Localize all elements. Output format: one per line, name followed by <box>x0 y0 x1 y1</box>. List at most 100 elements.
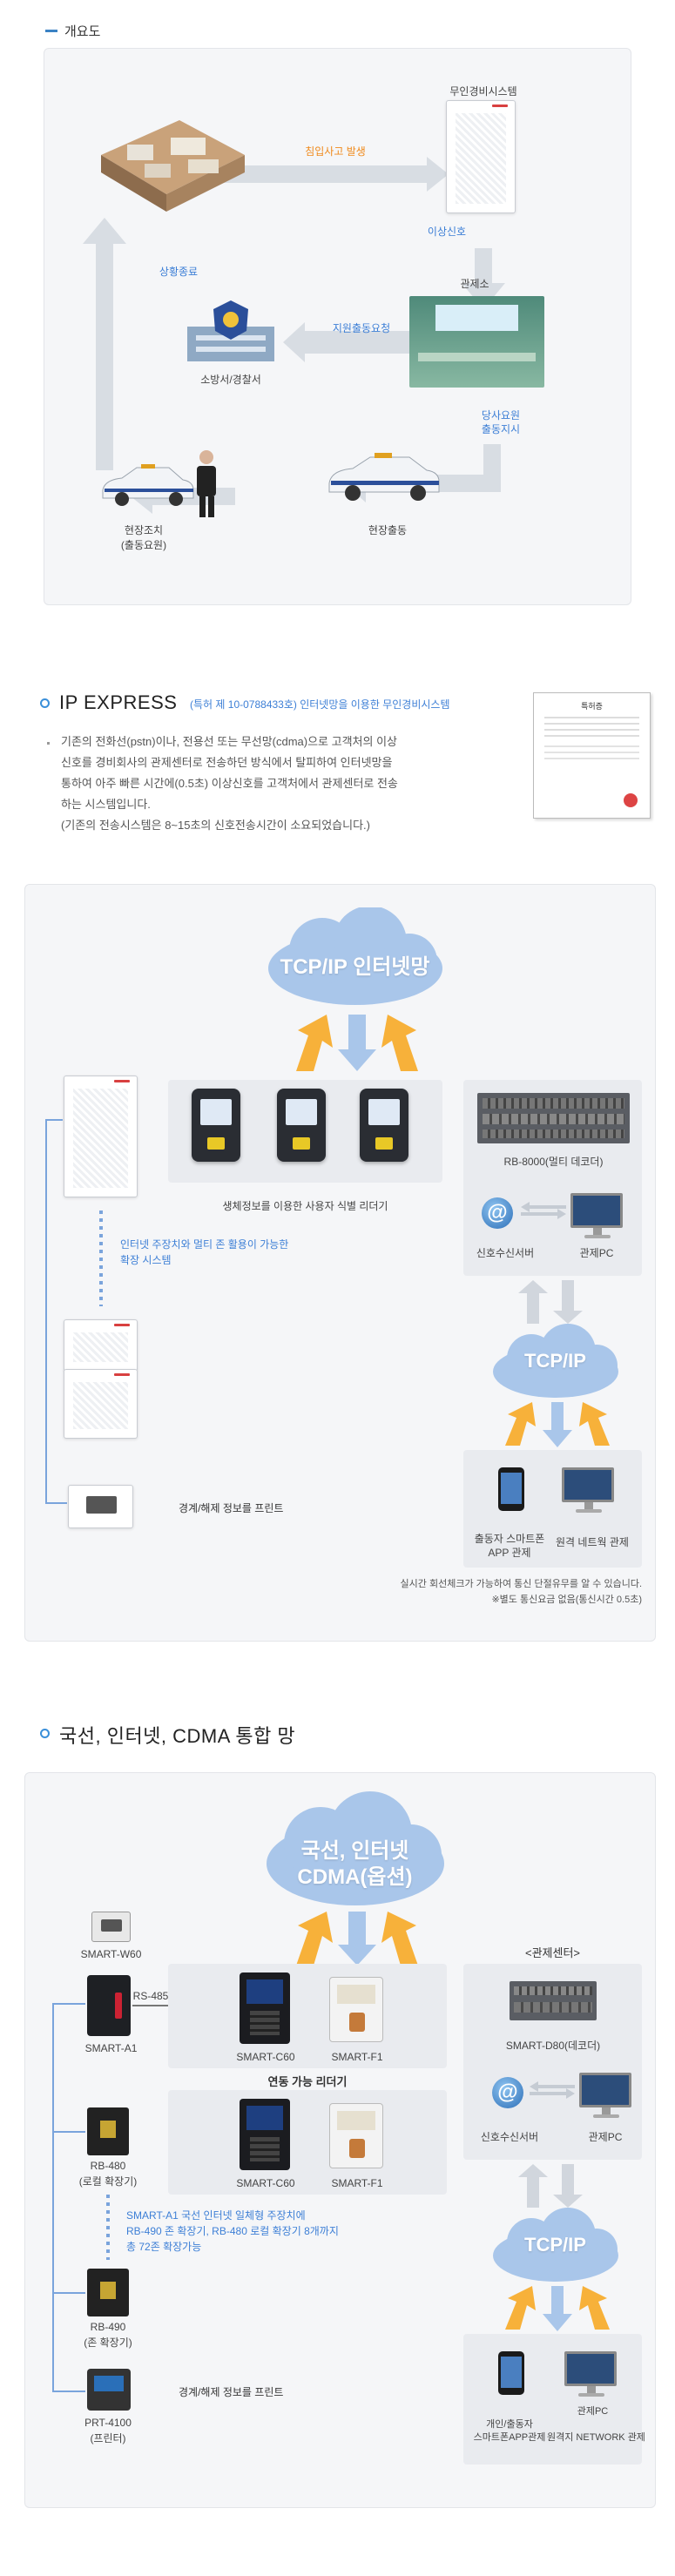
desc-line-1: SMART-A1 국선 인터넷 일체형 주장치에 <box>126 2209 306 2222</box>
para-line-5: (기존의 전송시스템은 8~15초의 신호전송시간이 소요되었습니다.) <box>61 819 370 832</box>
smart-a1-device <box>87 1975 131 2036</box>
integrated-center-arrows <box>518 2164 583 2208</box>
internet-cloud: TCP/IP 인터넷망 <box>261 906 449 1012</box>
integrated-desc: SMART-A1 국선 인터넷 일체형 주장치에 RB-490 존 확장기, R… <box>126 2208 339 2255</box>
bio-reader-2 <box>277 1089 326 1162</box>
integrated-cloud: 국선, 인터넷 CDMA(옵션) <box>261 1790 449 1912</box>
reader-panel-top <box>168 1964 447 2068</box>
control-room-image <box>409 296 544 388</box>
phone-label-2: APP 관제 <box>488 1547 531 1559</box>
prt4100-label-1: PRT-4100 <box>84 2417 132 2429</box>
smart-w60-label: SMART-W60 <box>80 1948 142 1960</box>
integrated-remote-label-1: 관제PC <box>577 2406 609 2417</box>
para-line-4: 하는 시스템입니다. <box>61 798 151 811</box>
integrated-phone-label-2: 스마트폰APP관제 <box>473 2432 546 2443</box>
rb8000-label: RB-8000(멀티 데코더) <box>503 1156 604 1168</box>
expansion-device-2 <box>64 1369 138 1439</box>
integrated-smartphone-icon <box>498 2351 524 2395</box>
security-agent-figure <box>192 448 222 518</box>
internet-cloud-label: TCP/IP 인터넷망 <box>280 955 430 979</box>
rb490-label-1: RB-490 <box>90 2321 126 2333</box>
cloud-arrows-top <box>296 1015 418 1071</box>
smart-d80-device <box>510 1981 597 2020</box>
smart-c60-device-bottom <box>240 2099 290 2170</box>
overview-title: 개요도 <box>64 24 101 39</box>
reader-panel-bottom <box>168 2090 447 2195</box>
station-label: 소방서/경찰서 <box>200 374 261 386</box>
expansion-label-1: 인터넷 주장치와 멀티 존 활용이 가능한 <box>120 1238 289 1251</box>
smart-f1-label-top: SMART-F1 <box>331 2051 383 2063</box>
integrated-dots <box>106 2195 110 2260</box>
integrated-connector-prt <box>52 2391 85 2392</box>
prt4100-device <box>87 2369 131 2411</box>
smart-d80-label: SMART-D80(데코더) <box>505 2040 601 2052</box>
connector-top <box>45 1119 63 1121</box>
smart-f1-device-top <box>329 1977 383 2042</box>
patrol-car-left <box>98 457 198 509</box>
expansion-label-2: 확장 시스템 <box>120 1254 172 1266</box>
rb480-label-1: RB-480 <box>90 2160 126 2172</box>
desc-line-3: 총 72존 확장가능 <box>126 2241 202 2253</box>
print-label: 경계/해제 정보를 프린트 <box>179 1502 284 1514</box>
integrated-connector-rb490 <box>52 2292 85 2294</box>
dispatch-request-label: 지원출동요청 <box>332 322 391 334</box>
integrated-pc-label: 관제PC <box>588 2131 623 2143</box>
remote-label: 원격 네트웍 관제 <box>556 1536 629 1548</box>
integrated-bullet <box>40 1729 50 1738</box>
agent-dispatch-label-1: 당사요원 <box>481 409 521 421</box>
police-station-image <box>179 296 283 366</box>
integrated-server-pc-arrows <box>530 2081 575 2099</box>
integrated-connector-rb480 <box>52 2131 85 2133</box>
center-tcpip-arrows <box>518 1280 583 1324</box>
expansion-dots <box>99 1210 103 1306</box>
desc-line-2: RB-490 존 확장기, RB-480 로컬 확장기 8개까지 <box>126 2225 339 2237</box>
integrated-tcpip-cloud: TCP/IP <box>488 2208 623 2286</box>
tcpip-arrows-bottom <box>505 1402 610 1447</box>
control-room-label: 관제소 <box>460 278 489 290</box>
abnormal-signal-label: 이상신호 <box>427 226 467 238</box>
situation-end-label: 상황종료 <box>159 266 199 278</box>
tcpip-cloud-label: TCP/IP <box>524 1350 586 1372</box>
ip-express-paragraph: 기존의 전화선(pstn)이나, 전용선 또는 무선망(cdma)으로 고객처의… <box>61 732 444 836</box>
integrated-connector <box>52 2003 54 2391</box>
ip-express-title: IP EXPRESS <box>59 691 178 713</box>
smart-a1-label: SMART-A1 <box>84 2042 138 2054</box>
pc-label: 관제PC <box>579 1247 614 1259</box>
smart-w60-device <box>91 1912 131 1942</box>
reader-label: 생체정보를 이용한 사용자 식별 리더기 <box>222 1200 388 1212</box>
building-illustration <box>92 111 249 216</box>
phone-label-1: 출동자 스마트폰 <box>474 1533 545 1545</box>
integrated-connector-a1 <box>52 2003 85 2005</box>
integrated-remote-label-2: 원격지 NETWORK 관제 <box>547 2432 645 2443</box>
bio-reader-3 <box>360 1089 408 1162</box>
field-dispatch-label: 현장출동 <box>368 524 408 536</box>
integrated-cloud-label-1: 국선, 인터넷 <box>300 1839 409 1863</box>
at-server-icon: @ <box>482 1197 513 1229</box>
rs485-label: RS-485 <box>132 1990 169 2002</box>
server-label: 신호수신서버 <box>476 1247 535 1259</box>
integrated-cloud-arrows <box>296 1912 418 1966</box>
smart-c60-label-top: SMART-C60 <box>236 2051 295 2063</box>
smart-f1-device-bottom <box>329 2103 383 2168</box>
main-panel-device <box>64 1076 138 1197</box>
integrated-cloud-label-2: CDMA(옵션) <box>297 1865 413 1889</box>
field-action-label-1: 현장조치 <box>124 524 164 536</box>
integrated-phone-label-1: 개인/출동자 <box>486 2419 533 2430</box>
bullet-dot <box>47 742 50 745</box>
connector-vertical <box>45 1119 47 1502</box>
note-2: ※별도 통신요금 없음(통신시간 0.5초) <box>491 1595 642 1605</box>
integrated-tcpip-label: TCP/IP <box>524 2234 586 2256</box>
server-pc-arrows <box>521 1202 566 1219</box>
rs485-line <box>132 2005 169 2006</box>
integrated-title: 국선, 인터넷, CDMA 통합 망 <box>59 1725 296 1747</box>
patrol-car-right <box>322 444 444 505</box>
smart-c60-device-top <box>240 1972 290 2044</box>
section-marker <box>45 30 57 32</box>
rb490-device <box>87 2269 129 2316</box>
rb490-label-2: (존 확장기) <box>84 2337 132 2349</box>
connector-bottom <box>45 1502 67 1504</box>
para-line-1: 기존의 전화선(pstn)이나, 전용선 또는 무선망(cdma)으로 고객처의… <box>61 735 398 748</box>
rb480-device <box>87 2107 129 2155</box>
para-line-2: 신호를 경비회사의 관제센터로 전송하던 방식에서 탈피하여 인터넷망을 <box>61 756 393 769</box>
expansion-device-1 <box>64 1319 138 1372</box>
